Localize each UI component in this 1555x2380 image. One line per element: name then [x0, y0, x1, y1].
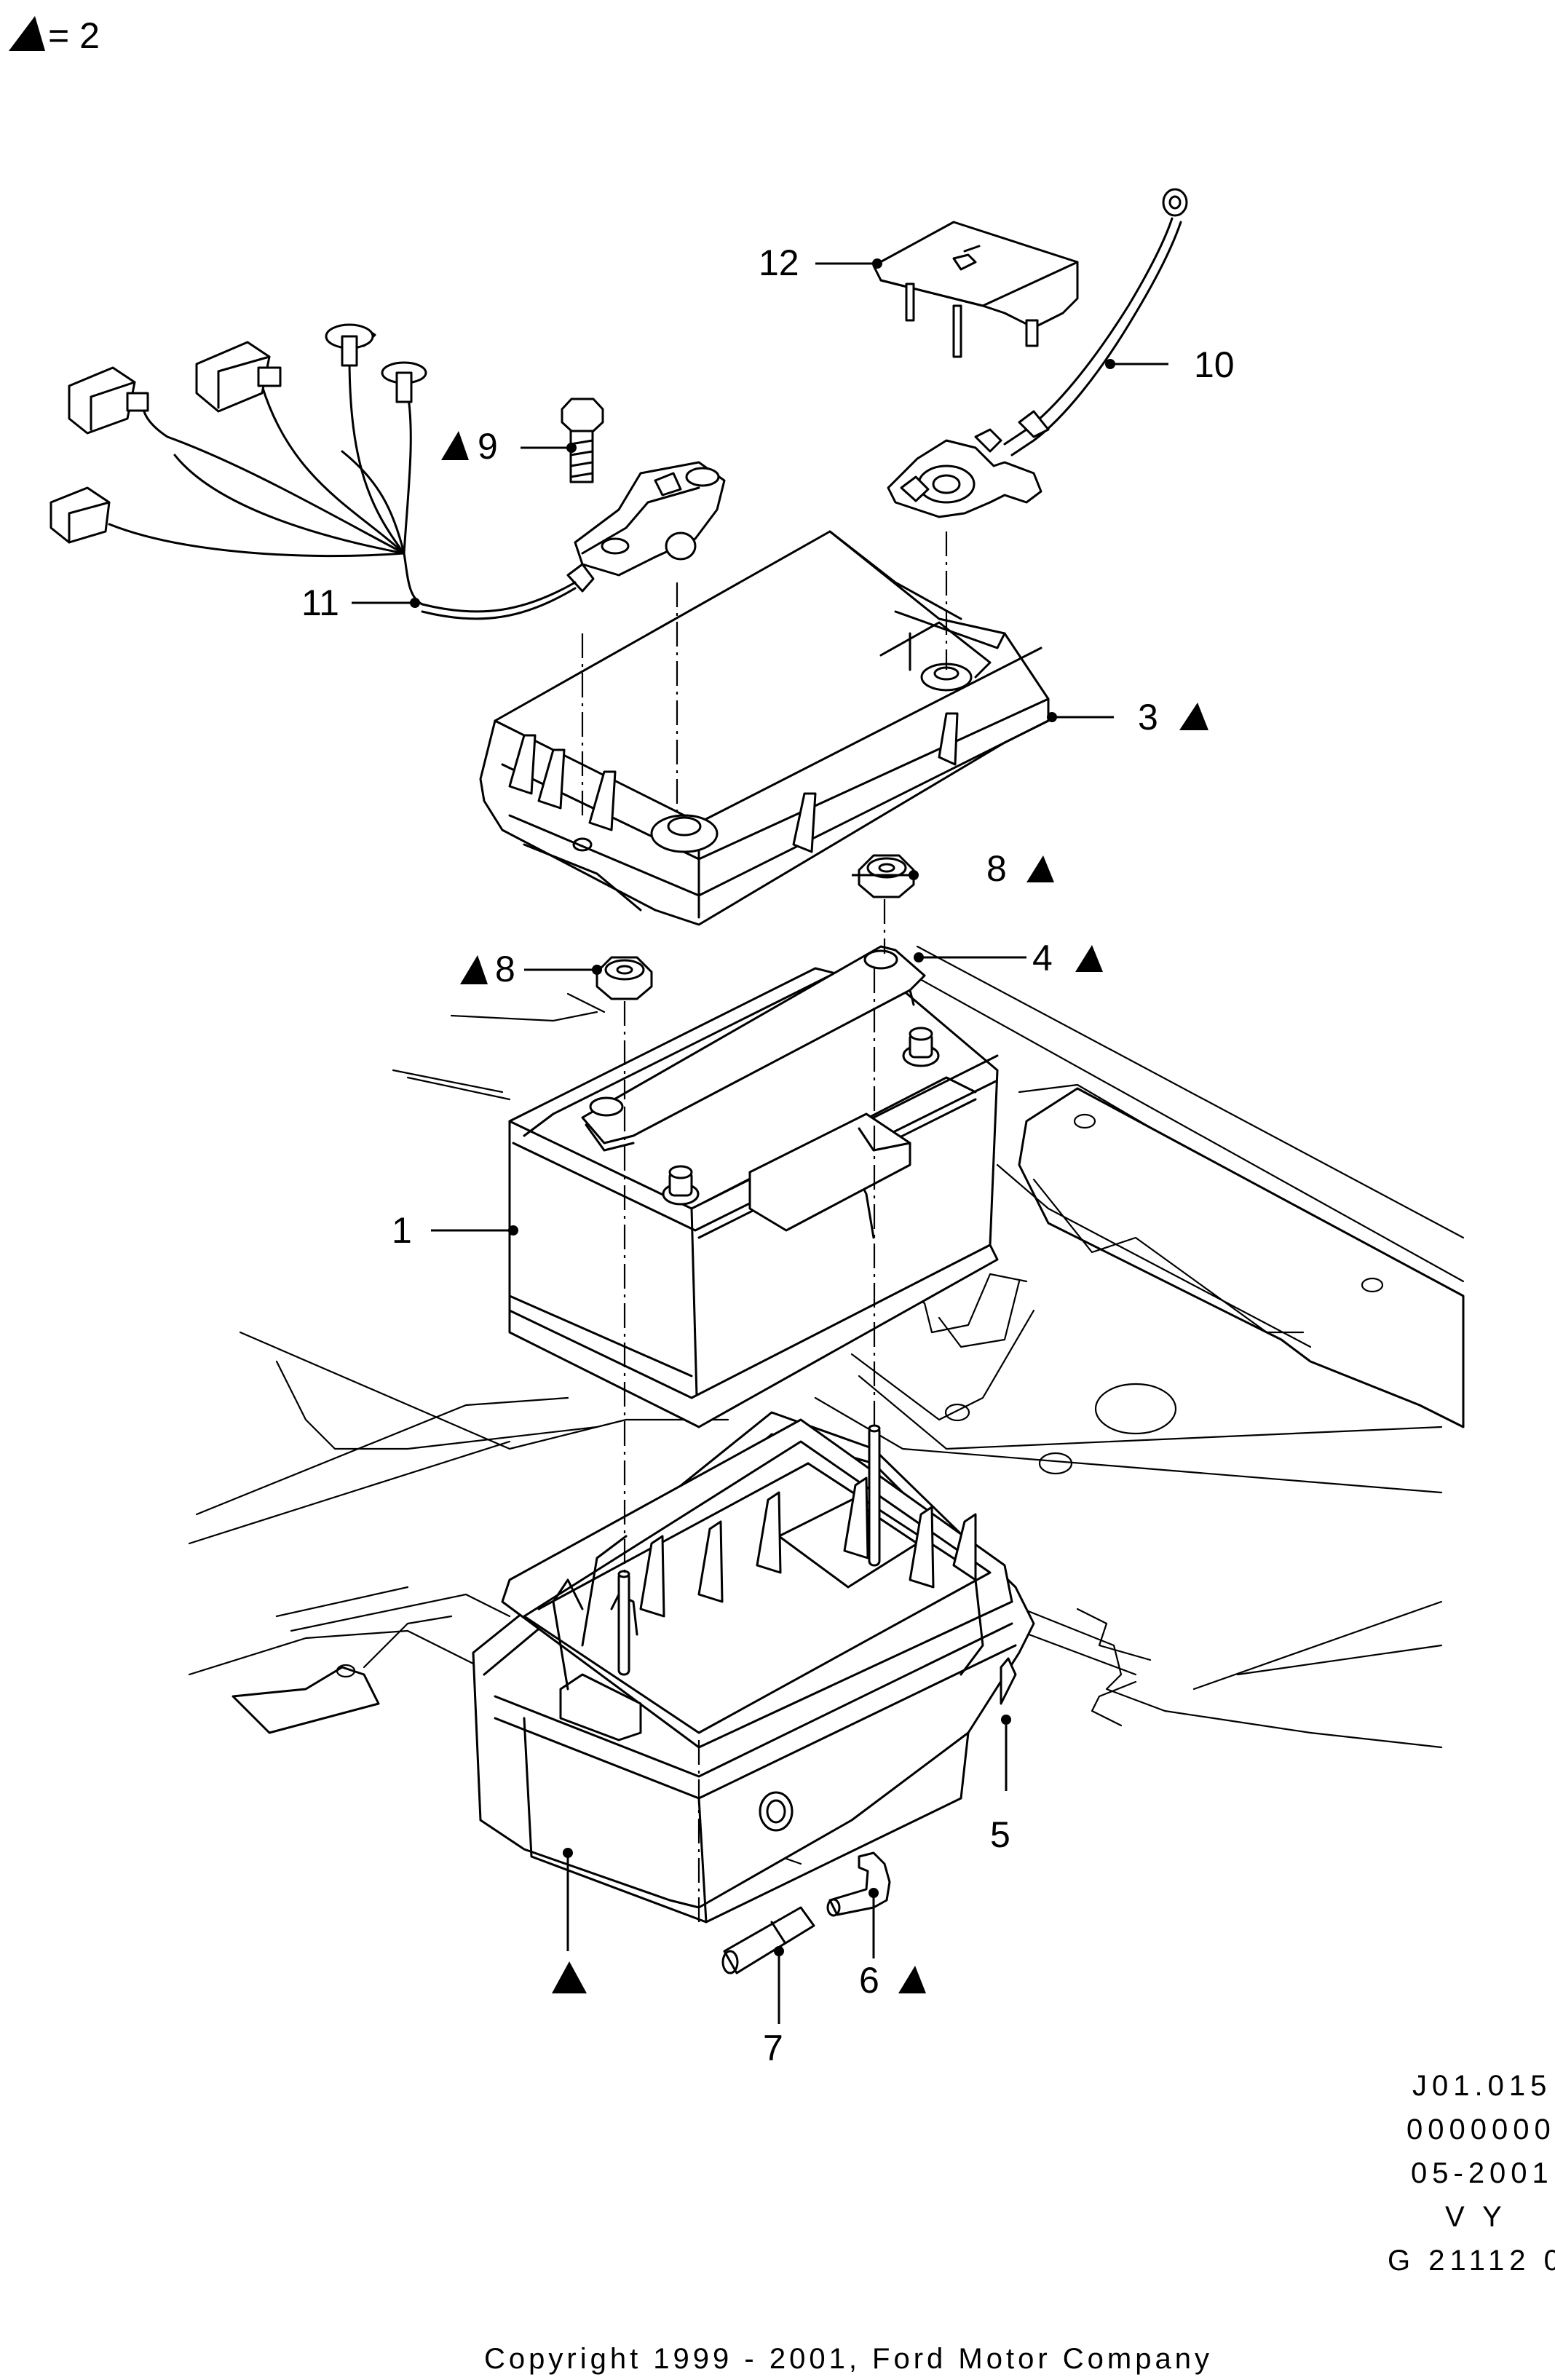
info-line-5: G 21112 0 [1388, 2245, 1555, 2277]
callout-5: 5 [990, 1814, 1010, 1855]
negative-cable [887, 188, 1188, 518]
hold-down-clamp [581, 945, 926, 1152]
battery [508, 967, 999, 1428]
legend: = 2 [9, 15, 100, 56]
callout-7: 7 [763, 2028, 783, 2068]
info-block: J01.015 0000000 05-2001 V Y G 21112 0 [1388, 2070, 1555, 2277]
filled-triangle-icon [9, 16, 45, 51]
triangle-icon-6 [898, 1966, 926, 1993]
triangle-icon-9 [441, 431, 469, 460]
terminal-bolt [561, 398, 604, 483]
terminal-cap [872, 221, 1079, 358]
assembly-lines [581, 531, 948, 1922]
chassis-floor [188, 945, 1465, 1865]
callout-8-left: 8 [495, 949, 515, 989]
callout-12: 12 [759, 242, 799, 283]
vent-elbow [826, 1851, 891, 1917]
info-line-2: 0000000 [1406, 2114, 1555, 2146]
info-line-3: 05-2001 [1411, 2157, 1554, 2189]
callout-11: 11 [301, 582, 339, 623]
positive-wiring-harness [50, 323, 726, 620]
triangle-icon-tray [552, 1961, 587, 1993]
callout-6: 6 [859, 1960, 879, 2001]
info-line-1: J01.015 [1412, 2070, 1551, 2102]
callout-4: 4 [1032, 938, 1053, 979]
vent-tube [721, 1906, 815, 1974]
info-line-4: V Y [1445, 2201, 1507, 2233]
callout-labels: 1 3 4 5 6 7 8 8 9 10 11 12 [301, 242, 1235, 2068]
callout-10: 10 [1194, 344, 1235, 385]
callout-9: 9 [478, 426, 498, 467]
clamp-nut-left [596, 956, 653, 1000]
callout-3: 3 [1138, 697, 1158, 738]
callout-1: 1 [392, 1210, 412, 1251]
callout-8-right: 8 [986, 848, 1007, 889]
triangle-icon-8-right [1026, 855, 1054, 882]
copyright: Copyright 1999 - 2001, Ford Motor Compan… [484, 2343, 1213, 2375]
callout-leaders [352, 258, 1168, 2024]
triangle-icon-3 [1179, 703, 1208, 730]
battery-cover [479, 530, 1050, 926]
triangle-icon-4 [1075, 945, 1103, 972]
triangle-icon-8-left [460, 955, 488, 984]
battery-tray [472, 1411, 1035, 1924]
legend-text: = 2 [48, 15, 100, 56]
